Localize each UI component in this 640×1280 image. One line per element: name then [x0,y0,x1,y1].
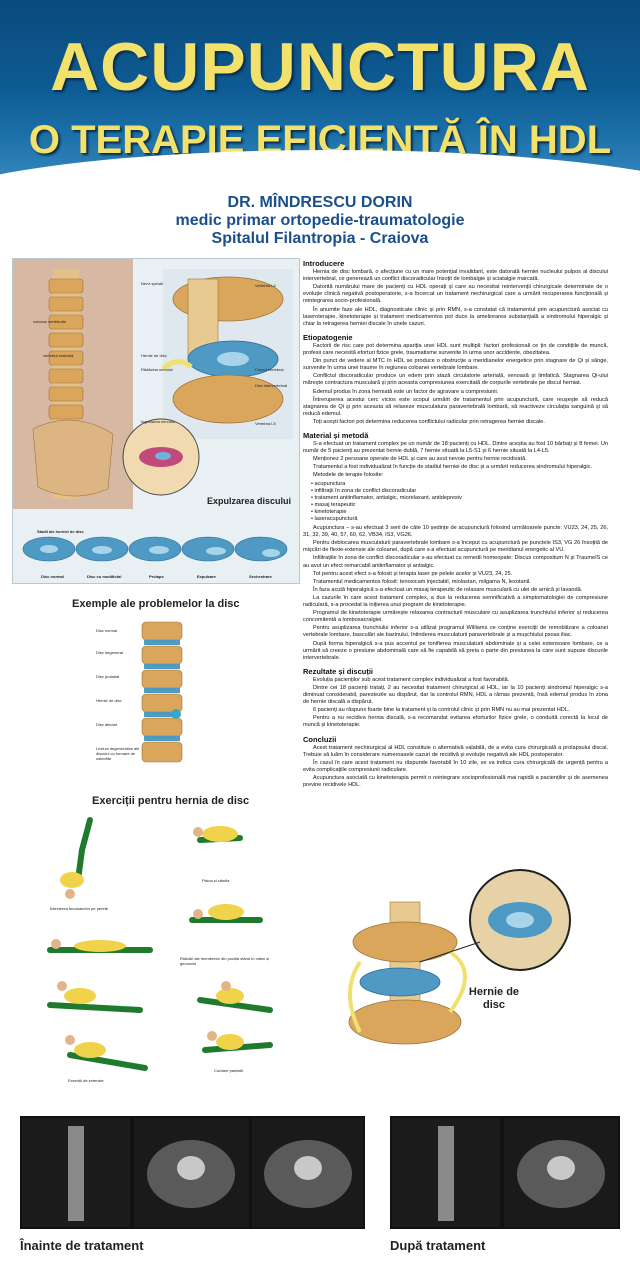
mri-after-caption: După tratament [390,1238,486,1253]
article-paragraph: Evoluția pacienților sub acest tratament… [313,676,510,683]
article-paragraph: Conflictul discoradicular produce un ede… [303,373,608,387]
author-block: DR. MÎNDRESCU DORIN medic primar ortoped… [0,194,640,248]
section-heading: Introducere [303,259,345,268]
spine-label: Ingustarea nervului [141,419,176,424]
hernia-disc-figure: Hernie de disc [340,862,620,1084]
stage-label: Prolaps [149,574,164,579]
spine-label: Disc intervertebral [255,383,288,388]
mri-before-image [20,1116,365,1229]
spine-label: Vertebra L5 [255,421,276,426]
spine-anatomy-figure: Nervi spinali Vertebra L4 Hernie de disc… [12,258,300,584]
list-item: laseracupunctură [311,516,608,523]
article-paragraph: Dintre cei 18 pacienți tratați, 2 au nec… [303,684,608,706]
list-item: masaj terapeutic [311,502,608,509]
article-paragraph: În cazul în care acest tratament nu răsp… [303,759,608,773]
article-paragraph: Acest tratament nechirurgical al HDL con… [303,744,608,758]
article-paragraph: Hernia de disc lombară, o afecțiune cu u… [303,269,608,283]
list-item: infiltrații în zona de conflict discorad… [311,488,608,495]
exercises-illustration [47,817,273,1071]
article-paragraph: Pentru deblocarea musculaturii paraverte… [303,540,608,554]
mri-after-scans [392,1118,618,1227]
spine-label: coloane vertebrale [33,319,66,324]
article-paragraph: Toți acești factori pot determina reduce… [313,418,545,425]
stages-title: Stadii ale herniei de disc [37,529,84,534]
article-paragraph: Acupunctura asociată cu kinetoterapia pe… [303,775,608,789]
stage-label: Sechestrare [249,574,272,579]
article-paragraph: Menționez 2 persoane operate de HDL și c… [313,456,527,463]
article-paragraph: Tot pentru acest efect s-a folosit și te… [313,570,513,577]
article-paragraph: După forma hiperalgică s-a pus accentul … [303,640,608,661]
article-paragraph: Edemul produs în zona herniată este un f… [313,388,499,395]
article-paragraph: Metodele de terapie folosite: [313,472,384,479]
spine-label: Corpul vertebral [255,367,284,372]
poster-subtitle: O TERAPIE EFICIENTĂ ÎN HDL [28,118,612,162]
author-name: DR. MÎNDRESCU DORIN [227,194,413,211]
stage-label: Expulzare [197,574,216,579]
spine-label: Nervi spinali [141,281,163,286]
article-paragraph: Acupunctura – s-au efectuat 3 serii de c… [303,525,608,539]
spine-label: Hernie de disc [141,353,167,358]
exercise-label: Pisica și cămila [202,878,230,883]
spine-label: Vertebra L4 [255,283,276,288]
therapy-list: acupuncturainfiltrații în zona de confli… [303,481,608,524]
problems-caption: Exemple ale problemelor la disc [72,598,240,610]
section-heading: Material și metodă [303,430,369,440]
mri-before-caption: Înainte de tratament [20,1238,144,1253]
exercise-label: Întinderea tendoanelor pe perete [50,906,109,911]
section-heading: Concluzii [303,734,337,744]
mri-after-image [390,1116,620,1229]
author-hospital: Spitalul Filantropia - Craiova [211,230,429,247]
problem-label: Disc prolabat [96,674,120,679]
article-paragraph: În faza acută hiperalgică s-a efectuat u… [313,586,583,593]
exercises-figure: Pisica și cămila Întinderea tendoanelor … [30,810,292,1100]
article-paragraph: S-a efectuat un tratament complex pe un … [303,441,608,455]
article-paragraph: Factorii de risc care pot determina apar… [303,342,608,357]
spine-anatomy-illustration [13,259,293,562]
stage-label: Disc cu modificări [87,574,122,579]
article-paragraph: Tratamentul a fost individualizat în fun… [313,464,592,471]
article-paragraph: Din punct de vedere al MTC în HDL se pro… [303,358,608,372]
spine-label: vertebra lombară [43,353,74,358]
hernia-label: Hernie de disc [468,986,520,1011]
section-heading: Rezultate și discuții [303,666,374,676]
article-paragraph: Infiltrațiile în zona de conflict discor… [303,555,608,569]
article-paragraph: Datorită numărului mare de pacienți cu H… [303,284,608,305]
article-paragraph: La cazurile în care acest tratament comp… [303,594,608,609]
problem-label: Disc degenerat [96,650,123,655]
article-paragraph: Pentru a nu recidiva hernia discală, s-a… [303,715,608,729]
disc-problems-illustration [141,621,183,763]
author-role: medic primar ortopedie-traumatologie [175,212,465,229]
problem-label: Disc normal [96,628,118,633]
poster-header: ACUPUNCTURA O TERAPIE EFICIENTĂ ÎN HDL [0,0,640,190]
exercise-label: Ridicări ale membrelor din poziția stând… [180,956,270,966]
problem-label: Hernie de disc [96,698,122,703]
poster-title: ACUPUNCTURA [50,29,590,105]
mri-before-scans [22,1118,363,1227]
exercise-label: Curbare parțială [214,1068,243,1073]
article-paragraph: Programul de kinetoterapie urmărește rel… [303,610,608,624]
article-paragraph: 6 pacienți au răspuns foarte bine la tra… [313,707,570,714]
stage-label: Disc normal [41,574,64,579]
problem-label: Disc afectat [96,722,117,727]
article-paragraph: Pentru asuplizarea trunchiului inferior … [303,625,608,639]
problem-label: Leziuni degenerative ale discului cu for… [96,746,140,761]
spine-label: Rădăcina nervului [141,367,174,372]
list-item: acupunctura [311,481,608,488]
article-paragraph: În anumite faze ale HDL, diagnosticate c… [303,306,608,327]
article-paragraph: Tratamentul medicamentos folosit: tenoxi… [313,578,531,585]
expulsion-label: Expulzarea discului [207,496,292,506]
hernia-disc-illustration [348,869,571,1045]
disc-problems-figure: Disc normal Disc degenerat Disc prolabat… [96,618,200,774]
list-item: tratament antiinflamator, antialgic, mio… [311,495,608,502]
exercise-label: Exerciții de extensie [68,1078,104,1083]
exercises-caption: Exerciții pentru hernia de disc [92,795,250,807]
section-heading: Etiopatogenie [303,332,353,342]
list-item: kinetoterapie [311,509,608,516]
article-paragraph: Întreruperea acestui cerc vicios este sc… [303,396,608,417]
